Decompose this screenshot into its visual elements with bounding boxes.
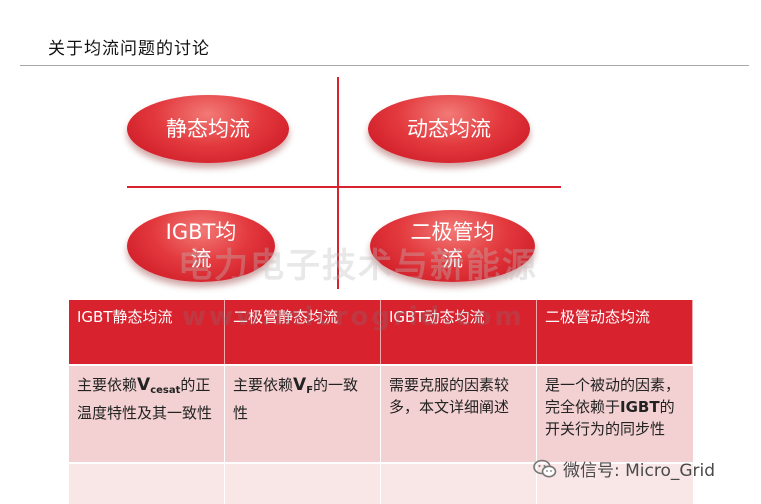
- watermark-url: www.microgrid.com: [182, 302, 525, 332]
- static-current-sharing-ellipse: 静态均流: [127, 95, 289, 163]
- dynamic-current-sharing-ellipse: 动态均流: [368, 95, 530, 163]
- cell-text: 是一个被动的因素，完全依赖于: [545, 376, 681, 416]
- cell-text: 主要依赖: [77, 376, 138, 394]
- wechat-icon: [533, 459, 557, 477]
- table-cell: 需要克服的因素较多，本文详细阐述: [381, 364, 537, 462]
- igbt-current-sharing-ellipse: IGBT均流: [127, 210, 275, 282]
- table-empty-cell: [537, 462, 693, 504]
- table-empty-cell: [69, 462, 225, 504]
- ellipse-label: IGBT均流: [165, 220, 237, 271]
- table-header-cell: 二极管动态均流: [537, 300, 693, 364]
- diode-current-sharing-ellipse: 二极管均流: [370, 210, 535, 282]
- voltage-subscript: F: [306, 385, 314, 396]
- watermark-text: 电力电子技术与新能源: [178, 246, 538, 286]
- ellipse-label: 二极管均流: [410, 220, 495, 271]
- table-header-cell: 二极管静态均流: [225, 300, 381, 364]
- table-cell: 主要依赖VF的一致性: [225, 364, 381, 462]
- wechat-id-text: 微信号: Micro_Grid: [563, 461, 716, 481]
- table-header-cell: IGBT静态均流: [69, 300, 225, 364]
- comparison-table: IGBT静态均流 二极管静态均流 IGBT动态均流 二极管动态均流 主要依赖Vc…: [69, 300, 693, 504]
- voltage-subscript: cesat: [150, 385, 181, 396]
- ellipse-label: 静态均流: [166, 116, 250, 141]
- voltage-symbol: V: [137, 375, 151, 395]
- wechat-id-badge: 微信号: Micro_Grid: [533, 456, 715, 481]
- ellipse-label: 动态均流: [407, 116, 491, 141]
- voltage-symbol: V: [293, 375, 307, 395]
- cell-text: 的正温度特性及其一致性: [77, 376, 213, 422]
- table-header-cell: IGBT动态均流: [381, 300, 537, 364]
- slide-title: 关于均流问题的讨论: [48, 39, 210, 59]
- cell-text: 的开关行为的同步性: [545, 398, 675, 438]
- table-cell: 是一个被动的因素，完全依赖于IGBT的开关行为的同步性: [537, 364, 693, 462]
- table-cell: 主要依赖Vcesat的正温度特性及其一致性: [69, 364, 225, 462]
- cell-text: 需要克服的因素较多，本文详细阐述: [389, 376, 510, 416]
- cell-text: 的一致性: [233, 376, 359, 422]
- cell-text: 主要依赖: [233, 376, 294, 394]
- table-empty-cell: [381, 462, 537, 504]
- quadrant-vertical-axis: [337, 77, 339, 289]
- table-empty-cell: [225, 462, 381, 504]
- title-divider: [20, 65, 749, 66]
- igbt-strong-text: IGBT: [620, 398, 660, 416]
- quadrant-horizontal-axis: [127, 186, 561, 188]
